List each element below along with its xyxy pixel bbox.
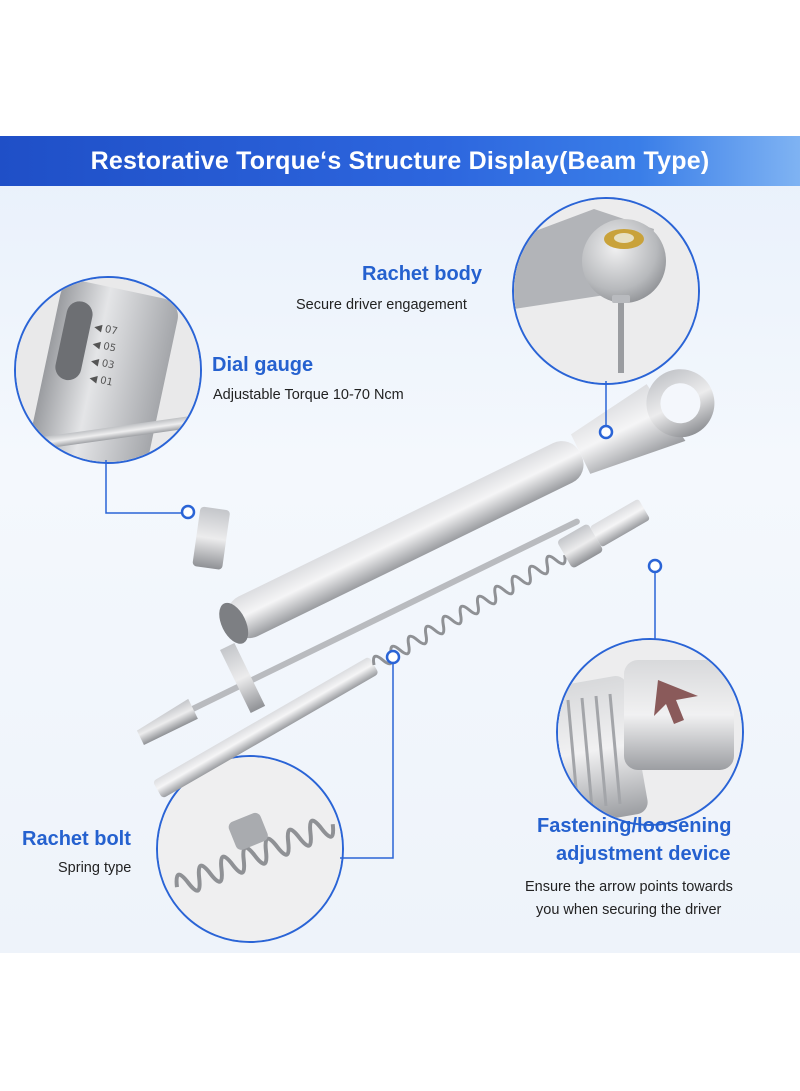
wrench-body bbox=[136, 369, 715, 745]
dial-gauge-desc: Adjustable Torque 10-70 Ncm bbox=[213, 387, 404, 403]
fastening-desc-line1: Ensure the arrow points towards bbox=[525, 879, 733, 895]
rachet-bolt-label: Rachet bolt bbox=[22, 828, 131, 850]
svg-text:◀ 01: ◀ 01 bbox=[88, 373, 113, 389]
page-title: Restorative Torque‘s Structure Display(B… bbox=[90, 147, 710, 175]
dial-gauge-detail-circle: ◀ 07 ◀ 05 ◀ 03 ◀ 01 bbox=[14, 276, 202, 464]
adjustment-device-marker-dot bbox=[647, 558, 663, 574]
rachet-bolt-illustration bbox=[153, 499, 650, 798]
title-banner bbox=[0, 136, 800, 186]
svg-text:◀ 07: ◀ 07 bbox=[93, 322, 118, 338]
dial-gauge-label: Dial gauge bbox=[212, 354, 314, 376]
dial-gauge-marker-dot bbox=[180, 504, 196, 520]
rachet-body-marker-dot bbox=[598, 424, 614, 440]
rachet-body-label: Rachet body bbox=[362, 263, 483, 285]
svg-text:◀ 05: ◀ 05 bbox=[92, 339, 117, 355]
fastening-label-line2: adjustment device bbox=[556, 843, 731, 865]
fastening-desc-line2: you when securing the driver bbox=[536, 902, 722, 918]
spring-closeup bbox=[158, 757, 342, 941]
dial-gauge-closeup: ◀ 07 ◀ 05 ◀ 03 ◀ 01 bbox=[16, 278, 200, 462]
rachet-bolt-marker-dot bbox=[385, 649, 401, 665]
fastening-label-line1: Fastening/loosening bbox=[537, 815, 732, 837]
rachet-head-closeup bbox=[514, 199, 698, 383]
rachet-body-detail-circle bbox=[512, 197, 700, 385]
rachet-body-desc: Secure driver engagement bbox=[296, 297, 467, 313]
svg-text:◀ 03: ◀ 03 bbox=[90, 356, 115, 372]
rachet-bolt-desc: Spring type bbox=[58, 860, 132, 876]
adjustment-knob-closeup bbox=[558, 640, 742, 824]
rachet-bolt-detail-circle bbox=[156, 755, 344, 943]
adjustment-device-detail-circle bbox=[556, 638, 744, 826]
